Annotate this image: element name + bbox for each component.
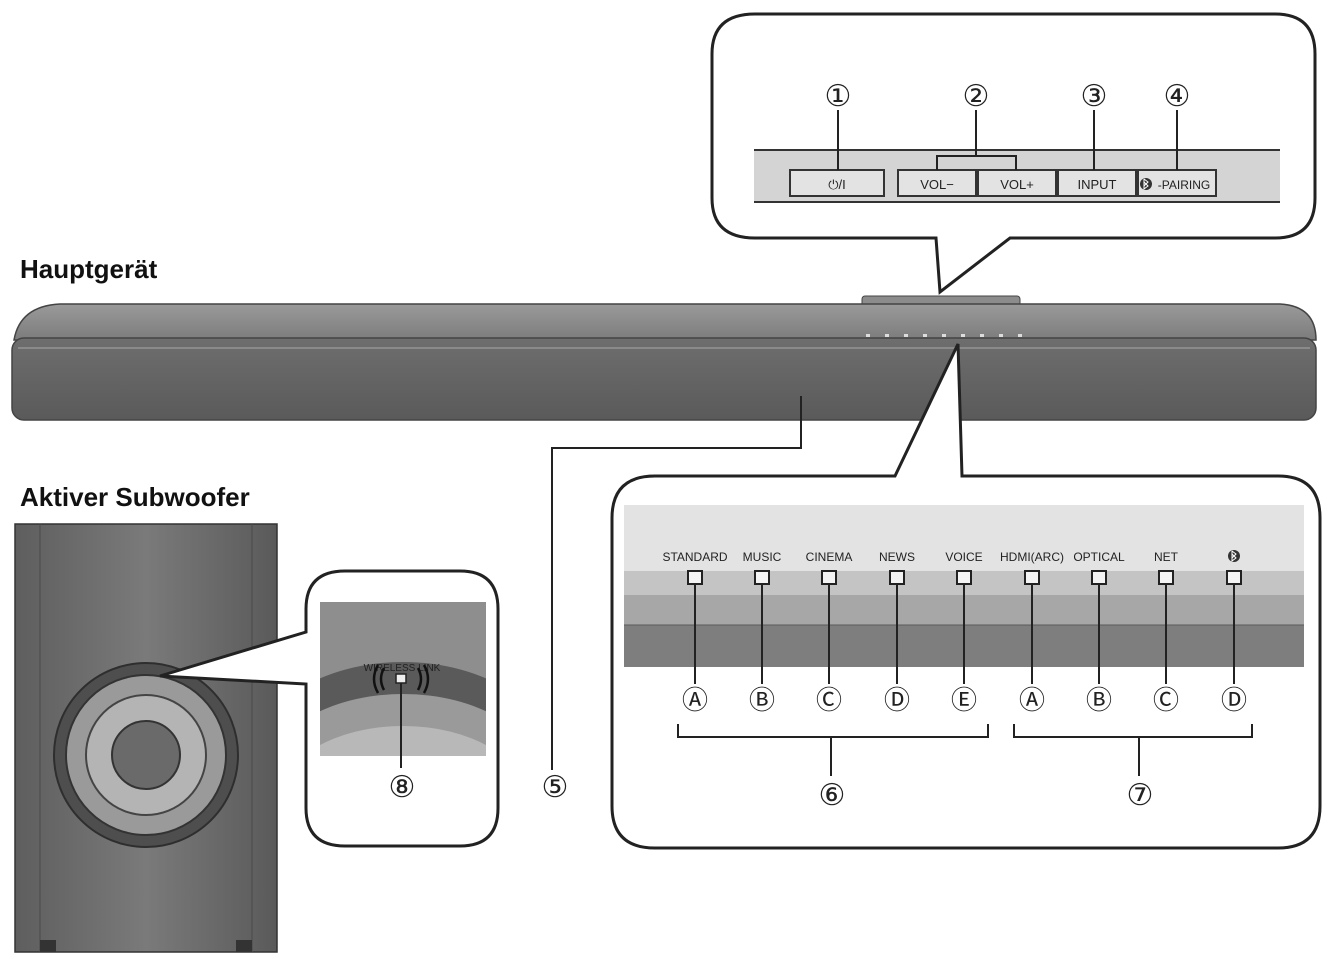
callout-6: ⑥ — [819, 779, 846, 812]
input-button-label: INPUT — [1078, 177, 1117, 192]
indicator-bluetooth: Ⓓ — [1221, 550, 1247, 715]
callout-8: ⑧ — [389, 771, 416, 804]
callout-3: ③ — [1081, 80, 1108, 113]
indicator-led — [1091, 570, 1107, 585]
indicator-letter: Ⓒ — [1153, 685, 1179, 715]
callout-5: ⑤ — [542, 771, 569, 804]
vol-minus-label: VOL− — [920, 177, 954, 192]
indicator-label: MUSIC — [743, 550, 782, 564]
indicator-standard: STANDARD Ⓐ — [662, 550, 727, 715]
callout-2: ② — [963, 80, 990, 113]
callout-7: ⑦ — [1127, 779, 1154, 812]
power-button-label: ⏻/I — [828, 177, 846, 192]
indicator-label: VOICE — [945, 550, 982, 564]
indicator-voice: VOICE Ⓔ — [945, 550, 982, 715]
indicator-letter: Ⓓ — [884, 685, 910, 715]
indicator-label: NEWS — [879, 550, 915, 564]
bluetooth-icon — [1140, 178, 1152, 190]
input-button[interactable] — [1057, 169, 1137, 197]
indicator-label: HDMI(ARC) — [1000, 550, 1064, 564]
indicator-news: NEWS Ⓓ — [879, 550, 915, 715]
indicator-led — [687, 570, 703, 585]
indicator-led — [1158, 570, 1174, 585]
soundbar-main-unit — [11, 295, 1317, 421]
indicator-letter: Ⓒ — [816, 685, 842, 715]
indicator-letter: Ⓑ — [749, 685, 775, 715]
indicator-row: STANDARD Ⓐ MUSIC Ⓑ CINEMA Ⓒ NEWS Ⓓ VOICE Ⓔ HDMI(AR… — [662, 550, 1247, 715]
callout-1: ① — [825, 80, 852, 113]
indicator-letter: Ⓐ — [1019, 685, 1045, 715]
indicator-led — [1024, 570, 1040, 585]
indicator-hdmi-arc: HDMI(ARC) Ⓐ — [1000, 550, 1064, 715]
indicator-label: NET — [1154, 550, 1179, 564]
indicator-label: CINEMA — [806, 550, 853, 564]
subwoofer-unit — [14, 523, 278, 953]
bluetooth-icon — [1228, 550, 1240, 562]
indicator-label: STANDARD — [662, 550, 727, 564]
indicator-letter: Ⓑ — [1086, 685, 1112, 715]
callout-4: ④ — [1164, 80, 1191, 113]
heading-main-unit: Hauptgerät — [20, 254, 158, 284]
indicator-led — [956, 570, 972, 585]
indicator-led — [821, 570, 837, 585]
pairing-button-label: -PAIRING — [1158, 178, 1210, 192]
indicator-net: NET Ⓒ — [1153, 550, 1179, 715]
indicator-letter: Ⓐ — [682, 685, 708, 715]
indicator-cinema: CINEMA Ⓒ — [806, 550, 853, 715]
indicator-dots — [866, 334, 1022, 337]
heading-subwoofer: Aktiver Subwoofer — [20, 482, 250, 512]
indicator-letter: Ⓔ — [951, 685, 977, 715]
indicator-led — [754, 570, 770, 585]
wireless-link-indicator — [372, 664, 430, 694]
indicator-led — [1226, 570, 1242, 585]
indicator-optical: OPTICAL Ⓑ — [1073, 550, 1125, 715]
vol-plus-label: VOL+ — [1000, 177, 1034, 192]
indicator-label: OPTICAL — [1073, 550, 1125, 564]
wireless-link-label: WIRELESS LINK — [364, 663, 441, 674]
indicator-music: MUSIC Ⓑ — [743, 550, 782, 715]
indicator-led — [889, 570, 905, 585]
indicator-letter: Ⓓ — [1221, 685, 1247, 715]
